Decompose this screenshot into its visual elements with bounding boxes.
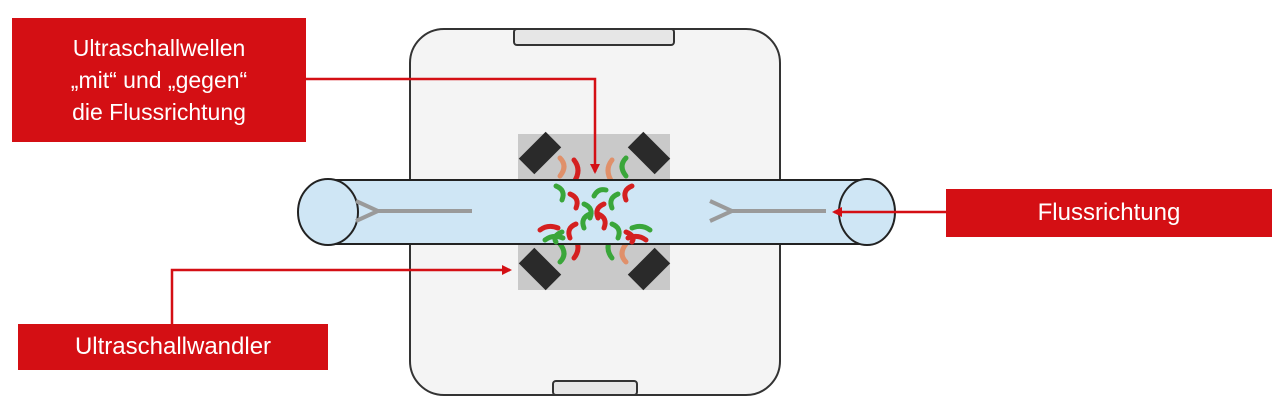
transducer-bottom-right: [627, 247, 671, 291]
callout-arrow-icon: [170, 77, 946, 324]
label-waves-line-2: „mit“ und „gegen“: [70, 67, 248, 93]
transducer-top-right: [627, 131, 671, 175]
label-flow-direction: Flussrichtung: [946, 189, 1272, 237]
pipe-left-end: [297, 178, 359, 246]
label-waves-line-1: Ultraschallwellen: [72, 35, 246, 61]
callout-waves-line: [306, 77, 600, 174]
housing-top-tab: [513, 28, 675, 46]
label-ultrasonic-transducer: Ultraschallwandler: [18, 324, 328, 370]
ultrasonic-waves-inner: [537, 183, 653, 245]
housing-bottom-tab: [552, 380, 638, 396]
label-waves-line-3: die Flussrichtung: [72, 99, 246, 125]
transducer-top-left: [518, 131, 562, 175]
transducer-bottom-left: [518, 247, 562, 291]
label-ultrasonic-waves: Ultraschallwellen „mit“ und „gegen“ die …: [12, 18, 306, 142]
callout-transducer-line: [170, 265, 512, 324]
ultrasonic-transducers: [518, 131, 671, 291]
label-transducer-text: Ultraschallwandler: [74, 333, 272, 360]
label-flow-text: Flussrichtung: [1037, 199, 1181, 226]
